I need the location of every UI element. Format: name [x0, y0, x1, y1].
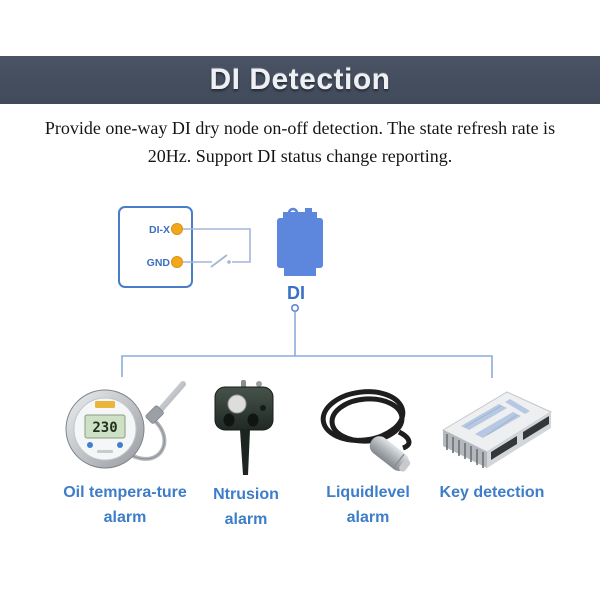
liquid-level-probe-icon [320, 389, 412, 472]
di-device-label: DI [287, 283, 305, 303]
caption-line-1: Liquidlevel [326, 484, 410, 501]
terminal-box [118, 206, 193, 288]
terminal-dot-gnd [171, 256, 183, 268]
product-liquid-level-alarm: Liquidlevel alarm [310, 382, 426, 530]
page-title: DI Detection [209, 63, 391, 96]
wire-di-x [183, 228, 251, 263]
intrusion-sensor-icon [214, 380, 274, 475]
caption-line-1: Oil tempera-ture [63, 484, 187, 501]
product-intrusion-alarm: Ntrusion alarm [192, 378, 300, 532]
connector-node [290, 304, 299, 313]
caption-line-1: Key detection [439, 484, 545, 501]
terminal-dot-di-x [171, 223, 183, 235]
di-wiring-diagram: DI-X GND DI [118, 206, 493, 378]
caption-line-2: alarm [346, 509, 390, 526]
oil-temperature-gauge-icon: 230 [65, 381, 186, 469]
terminal-label-gnd: GND [147, 257, 171, 269]
product-key-detection: Key detection [425, 380, 559, 505]
gauge-reading: 230 [92, 420, 117, 436]
key-detection-module-icon [441, 391, 553, 468]
description-line-1: Provide one-way DI dry node on-off detec… [44, 118, 556, 138]
caption-line-1: Ntrusion [213, 486, 279, 503]
description-text: Provide one-way DI dry node on-off detec… [20, 114, 580, 170]
title-banner: DI Detection [0, 56, 600, 104]
switch-contact-dot [227, 260, 231, 264]
caption-line-2: alarm [103, 509, 147, 526]
product-caption: Liquidlevel alarm [326, 480, 410, 530]
caption-line-2: alarm [224, 511, 268, 528]
description-line-2: 20Hz. Support DI status change reporting… [147, 146, 453, 166]
terminal-label-di-x: DI-X [149, 224, 170, 236]
product-caption: Key detection [440, 480, 545, 505]
product-caption: Oil tempera-ture alarm [63, 480, 187, 530]
tree-branch-line [121, 355, 493, 378]
product-oil-temperature-alarm: 230 Oil tempera-ture alarm [55, 378, 195, 530]
product-caption: Ntrusion alarm [213, 482, 279, 532]
di-device-icon [277, 207, 323, 276]
switch-icon [210, 254, 228, 268]
